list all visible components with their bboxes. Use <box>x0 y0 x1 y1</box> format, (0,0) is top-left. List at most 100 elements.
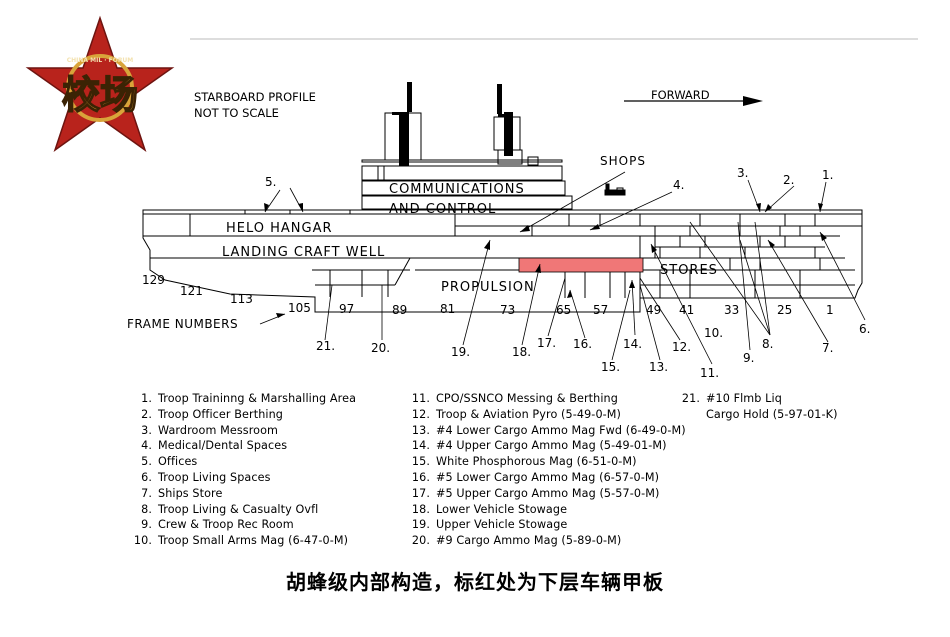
callout-14: 14. <box>623 337 642 351</box>
legend-text: Ships Store <box>158 486 223 500</box>
legend-num: 16. <box>411 470 430 484</box>
legend-item: 8.Troop Living & Casualty Ovfl <box>130 502 356 518</box>
forward-label: FORWARD <box>651 88 710 102</box>
frame-81: 81 <box>440 302 455 316</box>
logo-ring-text: CHINA MIL · FORUM <box>67 57 134 64</box>
hull <box>142 209 863 313</box>
legend-text: #9 Cargo Ammo Mag (5-89-0-M) <box>436 534 622 548</box>
legend-num: 15. <box>411 455 430 469</box>
callout-12: 12. <box>672 340 691 354</box>
callout-15: 15. <box>601 360 620 374</box>
legend-num: 18. <box>411 502 430 516</box>
callout-11: 11. <box>700 366 719 380</box>
callout-16: 16. <box>573 337 592 351</box>
frame-113: 113 <box>230 292 253 306</box>
callout-21: 21. <box>316 339 335 353</box>
scale-note: NOT TO SCALE <box>194 106 279 120</box>
legend-text: Troop & Aviation Pyro (5-49-0-M) <box>436 407 622 421</box>
legend-num: 17. <box>411 486 430 500</box>
legend-text: Offices <box>158 455 198 469</box>
legend-text: Medical/Dental Spaces <box>158 439 288 453</box>
frame-121: 121 <box>180 284 203 298</box>
legend-num <box>676 407 700 423</box>
legend-num: 2. <box>141 407 152 421</box>
legend-item: 2.Troop Officer Berthing <box>130 407 356 423</box>
figure-caption: 胡蜂级内部构造，标红处为下层车辆甲板 <box>286 570 664 594</box>
callout-4: 4. <box>673 178 684 192</box>
legend-num: 19. <box>411 518 430 532</box>
frame-33: 33 <box>724 303 739 317</box>
site-logo: CHINA MIL · FORUM 校场 <box>25 15 175 152</box>
legend-text: #5 Lower Cargo Ammo Mag (6-57-0-M) <box>436 470 660 484</box>
legend-text: #4 Upper Cargo Ammo Mag (5-49-01-M) <box>436 439 667 453</box>
legend-num: 4. <box>141 439 152 453</box>
callouts: 1. 2. 3. 4. 5. 6. 7. 8. 9. 10. 11. 12. 1… <box>265 166 870 380</box>
callout-20: 20. <box>371 341 390 355</box>
callout-13: 13. <box>649 360 668 374</box>
legend-item: 18. Lower Vehicle Stowage <box>404 502 686 518</box>
legend-item: 3. Wardroom Messroom <box>130 423 356 439</box>
callout-2: 2. <box>783 173 794 187</box>
legend-item: 6. Troop Living Spaces <box>130 470 356 486</box>
legend-item: 5.Offices <box>130 454 356 470</box>
landing-craft-well-label: LANDING CRAFT WELL <box>222 245 385 260</box>
legend-num: 3. <box>141 423 152 437</box>
callout-6: 6. <box>859 322 870 336</box>
callout-9: 9. <box>743 351 754 365</box>
comms-label-1: COMMUNICATIONS <box>389 182 525 197</box>
legend-column-3: 21.#10 Flmb Liq Cargo Hold (5-97-01-K) <box>676 391 838 423</box>
legend-text: Cargo Hold (5-97-01-K) <box>706 407 838 421</box>
frame-129: 129 <box>142 273 165 287</box>
callout-1: 1. <box>822 168 833 182</box>
legend-item: Cargo Hold (5-97-01-K) <box>676 407 838 423</box>
frame-49: 49 <box>646 303 661 317</box>
legend-item: 17. #5 Upper Cargo Ammo Mag (5-57-0-M) <box>404 486 686 502</box>
forward-arrow <box>624 96 763 106</box>
legend-item: 10.Troop Small Arms Mag (6-47-0-M) <box>130 533 356 549</box>
callout-5: 5. <box>265 175 276 189</box>
legend-text: Troop Living & Casualty Ovfl <box>158 502 319 516</box>
legend-item: 21.#10 Flmb Liq <box>676 391 838 407</box>
profile-title: STARBOARD PROFILE <box>194 90 316 104</box>
legend-item: 20. #9 Cargo Ammo Mag (5-89-0-M) <box>404 533 686 549</box>
frame-numbers-title: FRAME NUMBERS <box>127 317 238 331</box>
frame-numbers: 129 121 113 105 97 89 81 73 65 57 49 41 … <box>142 273 834 317</box>
frame-105: 105 <box>288 301 311 315</box>
frame-25: 25 <box>777 303 792 317</box>
callout-7: 7. <box>822 341 833 355</box>
legend-num: 9. <box>141 518 152 532</box>
legend-text: Lower Vehicle Stowage <box>436 502 568 516</box>
superstructure <box>361 112 626 210</box>
legend-item: 4. Medical/Dental Spaces <box>130 438 356 454</box>
legend-num: 6. <box>141 470 152 484</box>
legend-text: Crew & Troop Rec Room <box>158 518 294 532</box>
mast-forward <box>497 84 513 156</box>
legend-num: 20. <box>411 534 430 548</box>
legend-text: Troop Small Arms Mag (6-47-0-M) <box>158 534 349 548</box>
frame-89: 89 <box>392 303 407 317</box>
legend-text: Wardroom Messroom <box>158 423 279 437</box>
legend-column-2: 11.CPO/SSNCO Messing & Berthing 12. Troop… <box>404 391 686 549</box>
legend-text: Upper Vehicle Stowage <box>436 518 568 532</box>
legend-item: 9. Crew & Troop Rec Room <box>130 517 356 533</box>
legend-text: Troop Living Spaces <box>158 470 271 484</box>
frame-1: 1 <box>826 303 834 317</box>
callout-17: 17. <box>537 336 556 350</box>
logo-ring <box>66 54 134 122</box>
legend-item: 13.#4 Lower Cargo Ammo Mag Fwd (6-49-0-M… <box>404 423 686 439</box>
legend-num: 12. <box>411 407 430 421</box>
legend-column-1: 1.Troop Traininng & Marshalling Area 2.T… <box>130 391 356 549</box>
frame-65: 65 <box>556 303 571 317</box>
legend-num: 21. <box>681 392 700 405</box>
legend-text: #5 Upper Cargo Ammo Mag (5-57-0-M) <box>436 486 660 500</box>
leader-arrowheads <box>264 203 827 318</box>
frame-41: 41 <box>679 303 694 317</box>
shops-label: SHOPS <box>600 154 646 168</box>
legend-item: 11.CPO/SSNCO Messing & Berthing <box>404 391 686 407</box>
legend-text: Troop Traininng & Marshalling Area <box>158 392 357 405</box>
helo-hangar-label: HELO HANGAR <box>226 221 333 236</box>
legend-num: 11. <box>411 392 430 405</box>
callout-18: 18. <box>512 345 531 359</box>
legend-text: White Phosphorous Mag (6-51-0-M) <box>436 455 637 469</box>
